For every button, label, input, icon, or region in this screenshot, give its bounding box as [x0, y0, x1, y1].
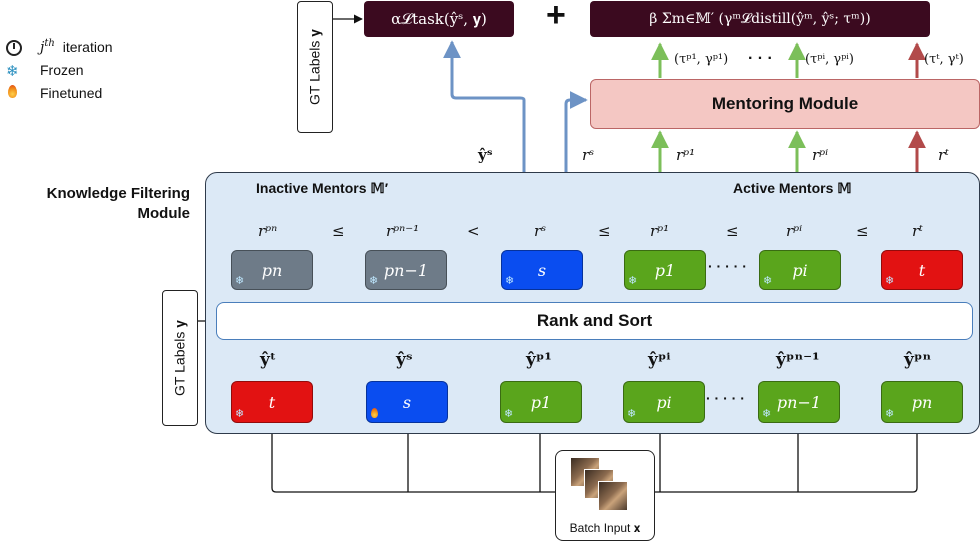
teacher-node-upper: t ❄ — [881, 250, 963, 290]
legend-finetuned: Finetuned — [40, 85, 103, 101]
mentor-node-lower-pi: pi ❄ — [623, 381, 705, 423]
kfm-title: Knowledge Filtering Module — [10, 184, 190, 224]
kfm-title-line1: Knowledge Filtering — [46, 185, 190, 202]
flame-icon — [371, 408, 378, 418]
rank-r-t: rᵗ — [912, 222, 923, 240]
snowflake-icon: ❄ — [627, 408, 637, 420]
mentor-node-lower-pn: pn ❄ — [881, 381, 963, 423]
legend-iteration: jth iteration — [40, 38, 113, 56]
arrow-student-to-task — [443, 40, 526, 172]
rank-r-pi: rᵖⁱ — [786, 222, 803, 240]
teacher-node-lower-label: t — [268, 392, 276, 412]
mentor-node-pn: pn ❄ — [231, 250, 313, 290]
gt-labels-top-text: GT Labels 𝐲 — [306, 29, 323, 105]
rank-r-s: rˢ — [534, 222, 547, 240]
rank-le3: ≤ — [726, 222, 739, 240]
mentor-node-pi-label: pi — [792, 260, 808, 280]
lower-dots: · · · · · — [706, 390, 745, 406]
batch-fanout-right — [655, 425, 922, 493]
gt-labels-left-text: GT Labels 𝐲 — [171, 320, 188, 396]
cat-image-3 — [598, 481, 628, 511]
mentor-node-pi: pi ❄ — [759, 250, 841, 290]
rank-and-sort: Rank and Sort — [216, 302, 973, 340]
batch-input: Batch Input 𝐱 — [555, 450, 655, 541]
task-loss-box: α𝓛task(ŷˢ, 𝐲) — [364, 1, 514, 37]
gt-labels-top: GT Labels 𝐲 — [297, 1, 333, 133]
rank-le4: ≤ — [856, 222, 869, 240]
r-pi-label: rᵖⁱ — [812, 146, 829, 164]
batch-input-label: Batch Input 𝐱 — [569, 521, 641, 535]
teacher-node-upper-label: t — [918, 260, 926, 280]
rank-r-pn: rᵖⁿ — [258, 222, 278, 240]
rank-r-p1: rᵖ¹ — [650, 222, 670, 240]
batch-fanout-left — [267, 425, 555, 493]
iteration-sup: th — [44, 38, 55, 49]
snowflake-icon: ❄ — [235, 275, 245, 287]
mentoring-module: Mentoring Module — [590, 79, 980, 129]
rank-le1: ≤ — [332, 222, 345, 240]
distill-loss-box: β Σm∈𝕄′ (γᵐ𝓛distill(ŷᵐ, ŷˢ; τᵐ)) — [590, 1, 930, 37]
output-y-pn1: ŷᵖⁿ⁻¹ — [776, 350, 820, 370]
mentor-node-lower-p1: p1 ❄ — [500, 381, 582, 423]
snowflake-icon: ❄ — [885, 408, 895, 420]
output-y-pi: ŷᵖⁱ — [648, 350, 671, 370]
mentor-node-pn-label: pn — [261, 260, 283, 280]
snowflake-icon: ❄ — [885, 275, 895, 287]
output-y-pn: ŷᵖⁿ — [904, 350, 932, 370]
mentor-node-lower-pn1: pn−1 ❄ — [758, 381, 840, 423]
snowflake-icon: ❄ — [763, 275, 773, 287]
inactive-mentors-header: Inactive Mentors 𝕄′ — [256, 180, 389, 196]
mentor-node-lower-p1-label: p1 — [530, 392, 552, 412]
iteration-icon — [6, 40, 22, 56]
arrow-student-to-mentoring — [564, 91, 588, 172]
teacher-node-lower: t ❄ — [231, 381, 313, 423]
legend-frozen: Frozen — [40, 62, 84, 78]
mentor-node-lower-pn-label: pn — [911, 392, 933, 412]
r-s-label: rˢ — [582, 146, 595, 164]
flame-icon — [8, 85, 17, 98]
r-p1-label: rᵖ¹ — [676, 146, 696, 164]
iteration-symbol: j — [40, 39, 45, 56]
kfm-title-line2: Module — [137, 205, 191, 222]
output-y-t: ŷᵗ — [260, 350, 277, 370]
output-y-p1: ŷᵖ¹ — [526, 350, 552, 370]
plus-sign: + — [546, 0, 566, 34]
snowflake-icon: ❄ — [628, 275, 638, 287]
mentor-node-lower-pn1-label: pn−1 — [776, 392, 822, 412]
student-node-upper-label: s — [537, 260, 547, 280]
tau-gamma-pi: (τᵖⁱ, γᵖⁱ) — [805, 52, 854, 67]
snowflake-icon: ❄ — [235, 408, 245, 420]
rank-le2: ≤ — [598, 222, 611, 240]
output-y-s: ŷˢ — [396, 350, 413, 370]
gt-labels-left: GT Labels 𝐲 — [162, 290, 198, 426]
snowflake-icon: ❄ — [762, 408, 772, 420]
student-node-lower-label: s — [402, 392, 412, 412]
iteration-label: iteration — [62, 38, 113, 55]
mentor-node-p1: p1 ❄ — [624, 250, 706, 290]
legend: jth iteration ❄ Frozen Finetuned — [6, 38, 176, 120]
tau-gamma-dots: · · · — [748, 50, 773, 67]
tau-gamma-p1: (τᵖ¹, γᵖ¹) — [674, 52, 729, 67]
snowflake-icon: ❄ — [505, 275, 515, 287]
snowflake-icon: ❄ — [6, 63, 19, 80]
r-t-label: rᵗ — [938, 146, 949, 164]
mentor-node-lower-pi-label: pi — [656, 392, 672, 412]
mentor-node-p1-label: p1 — [654, 260, 676, 280]
snowflake-icon: ❄ — [504, 408, 514, 420]
tau-gamma-t: (τᵗ, γᵗ) — [924, 52, 964, 67]
snowflake-icon: ❄ — [369, 275, 379, 287]
mentor-node-pn1: pn−1 ❄ — [365, 250, 447, 290]
rank-r-pn1: rᵖⁿ⁻¹ — [386, 222, 420, 240]
active-mentors-header: Active Mentors 𝕄 — [733, 180, 852, 196]
yhat-s-label: ŷˢ — [478, 146, 493, 164]
mentor-node-pn1-label: pn−1 — [383, 260, 429, 280]
rank-lt: < — [467, 222, 480, 240]
student-node-lower: s — [366, 381, 448, 423]
student-node-upper: s ❄ — [501, 250, 583, 290]
upper-dots: · · · · · — [708, 258, 747, 274]
